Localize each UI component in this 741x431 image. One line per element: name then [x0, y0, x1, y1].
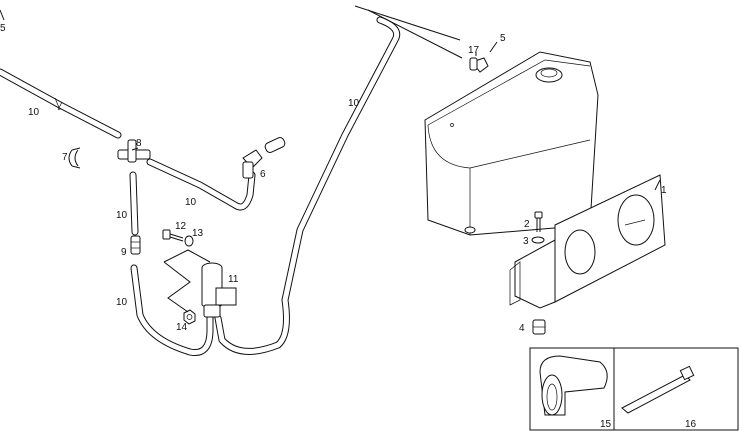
callout-10-e: 10 — [116, 297, 128, 308]
callout-3: 3 — [523, 236, 529, 247]
callout-11: 11 — [228, 274, 239, 285]
callout-10-a: 10 — [28, 107, 40, 118]
callout-7: 7 — [62, 152, 68, 163]
hose-vertical-left — [129, 171, 139, 236]
t-connector — [117, 139, 151, 163]
leader-tank-5 — [489, 41, 498, 53]
callout-4: 4 — [519, 323, 525, 334]
callout-10-c: 10 — [185, 197, 197, 208]
hose-upper-left — [0, 68, 122, 139]
inline-connector — [130, 235, 141, 255]
mounting-bracket — [509, 174, 666, 309]
callout-10-b: 10 — [348, 98, 360, 109]
washer-reservoir — [424, 51, 599, 236]
callout-10-d: 10 — [116, 210, 128, 221]
leader-nut — [163, 261, 191, 313]
callout-6: 6 — [260, 169, 266, 180]
leader-top-hose — [354, 5, 461, 41]
hose-lower-left — [130, 264, 214, 357]
nut — [183, 309, 196, 325]
washer-pump — [201, 262, 237, 318]
leader-upper-left — [0, 9, 5, 21]
callout-12: 12 — [175, 221, 187, 232]
leader-bracket — [654, 179, 661, 191]
callout-15: 15 — [600, 419, 612, 430]
leader-pump — [163, 249, 211, 263]
clip-nut — [532, 319, 546, 335]
hose-long-right — [214, 16, 401, 355]
cable-tie-part — [621, 365, 695, 414]
hose-middle — [146, 158, 256, 211]
mounting-screw — [534, 211, 543, 232]
callout-5-edge: 5 — [0, 23, 6, 34]
mounting-washer — [531, 236, 545, 244]
callout-1: 1 — [661, 185, 667, 196]
callout-9: 9 — [121, 247, 127, 258]
callout-8: 8 — [136, 138, 142, 149]
hose-clip — [68, 147, 81, 169]
callout-5: 5 — [500, 33, 506, 44]
leader-top-hose-2 — [367, 9, 463, 59]
callout-14: 14 — [176, 322, 188, 333]
bolt-and-washer — [162, 229, 194, 247]
elbow-connector — [242, 149, 263, 179]
hose-sleeve — [264, 137, 286, 153]
callout-16: 16 — [685, 419, 697, 430]
tank-elbow-fitting — [469, 57, 489, 73]
callout-13: 13 — [192, 228, 204, 239]
hose-clamp-part — [539, 355, 608, 416]
callout-2: 2 — [524, 219, 530, 230]
callout-17: 17 — [468, 45, 480, 56]
